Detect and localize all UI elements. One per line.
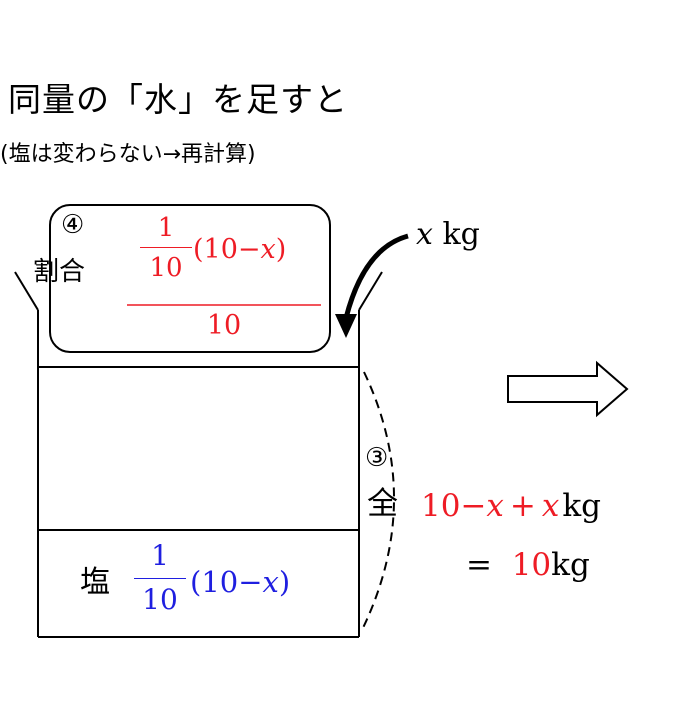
- ratio-outer-denominator: 10: [206, 310, 242, 341]
- total-expression: 10−x+xkg: [421, 488, 602, 524]
- beaker-left-flare: [14, 271, 39, 311]
- water-arrow-curve: [343, 233, 409, 319]
- water-added-label: x kg: [416, 217, 480, 252]
- total-result: = 10kg: [466, 547, 590, 583]
- total-label: 全: [367, 486, 398, 522]
- total-circled-number: ③: [365, 443, 389, 473]
- beaker-right-flare: [358, 271, 383, 311]
- water-arrow-head: [335, 314, 357, 338]
- salt-fraction-bar: [134, 578, 186, 579]
- right-arrow-icon: [507, 360, 629, 418]
- ratio-box: [49, 204, 331, 353]
- ratio-inner-denominator: 10: [149, 253, 183, 283]
- ratio-circled-number: ④: [61, 210, 85, 240]
- salt-paren-expression: (10−x): [190, 565, 291, 599]
- page-title: 同量の「水」を足すと: [8, 80, 348, 119]
- salt-fraction-numerator: 1: [151, 539, 169, 572]
- total-dashed-bracket: [361, 371, 395, 631]
- ratio-inner-numerator: 1: [157, 213, 175, 243]
- ratio-paren-expression: (10−x): [193, 234, 287, 265]
- page-note: (塩は変わらない→再計算): [0, 142, 256, 167]
- salt-label: 塩: [80, 565, 110, 600]
- salt-fraction-denominator: 10: [142, 583, 178, 616]
- ratio-label: 割合: [33, 257, 86, 287]
- ratio-inner-fraction-bar: [140, 247, 192, 248]
